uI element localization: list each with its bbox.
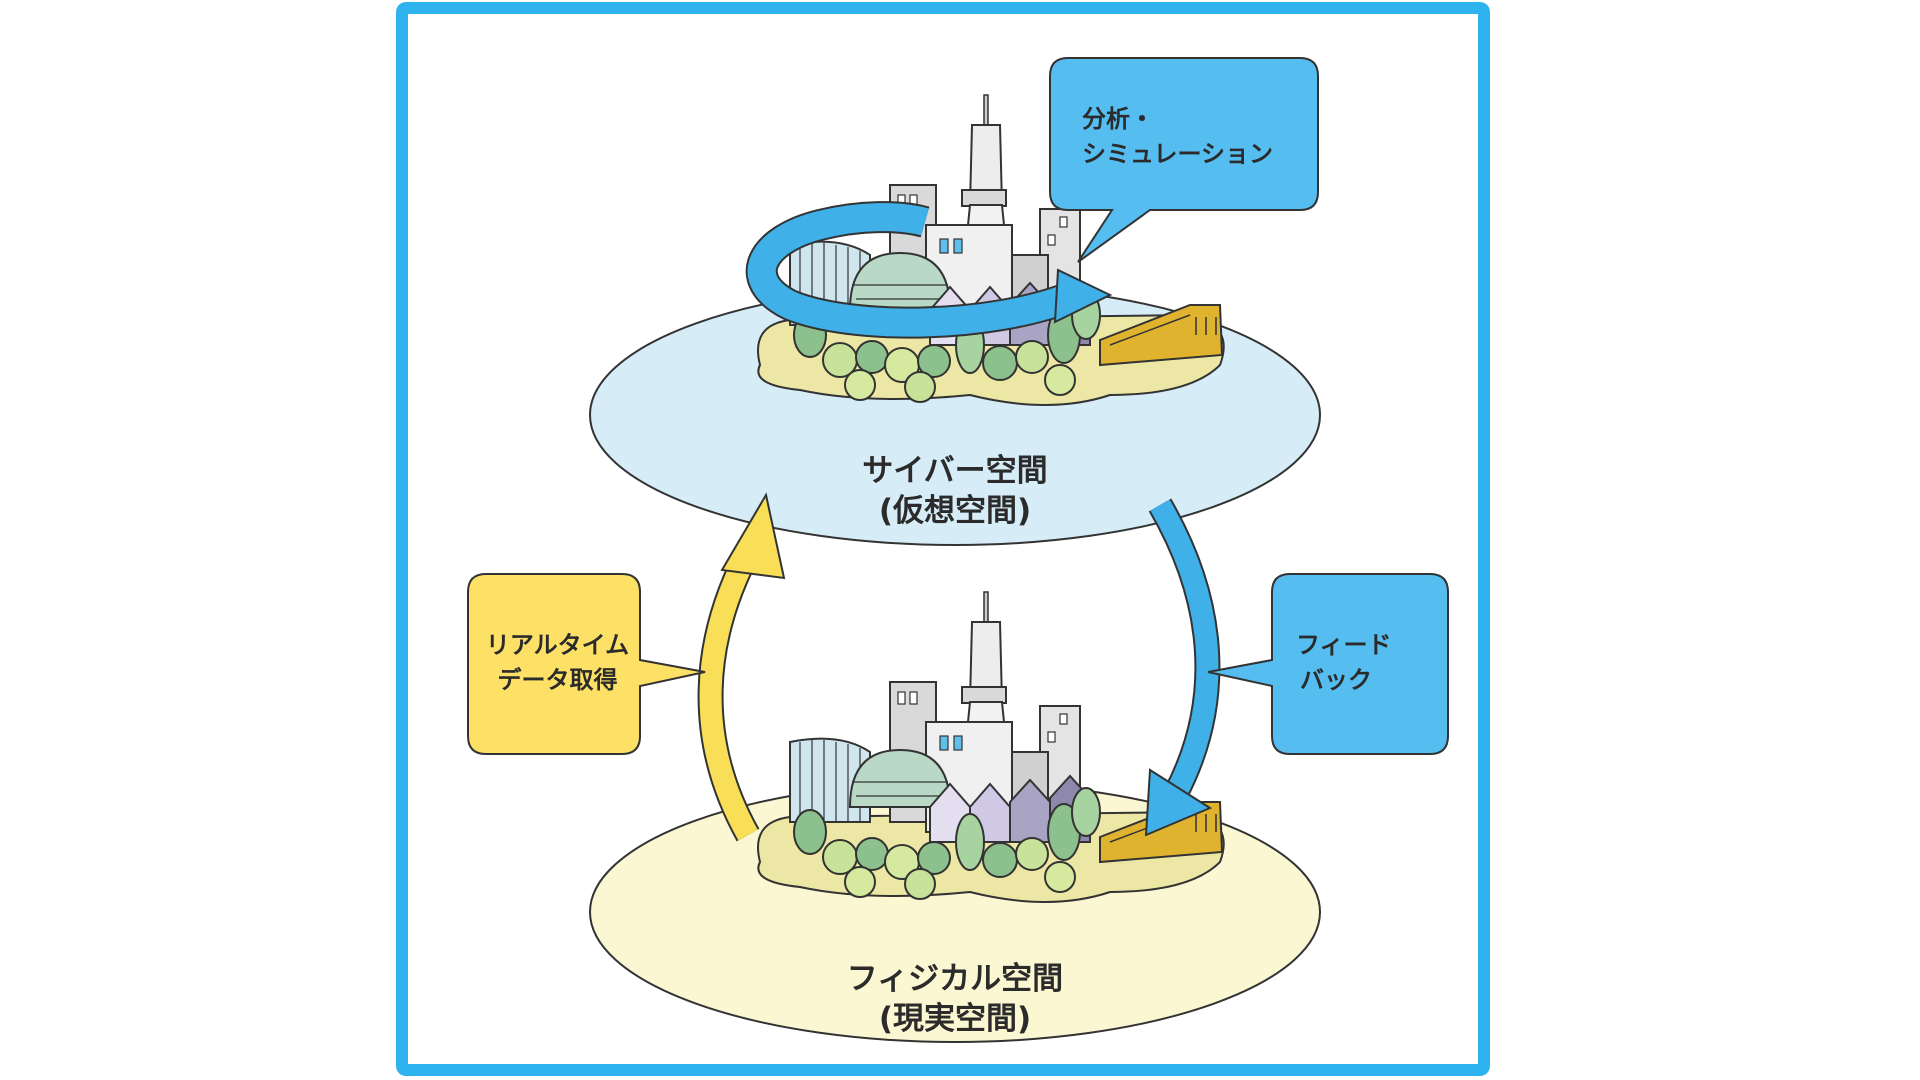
feedback-text: フィード バック bbox=[1296, 628, 1392, 698]
physical-space-title: フィジカル空間 bbox=[846, 961, 1064, 997]
cyber-space-title: サイバー空間 bbox=[862, 453, 1048, 489]
cyber-space-label: サイバー空間 (仮想空間) bbox=[780, 452, 1130, 531]
realtime-data-arrowhead bbox=[720, 492, 786, 580]
feedback-arrowhead bbox=[1144, 768, 1213, 837]
realtime-line-1: リアルタイム bbox=[485, 631, 630, 659]
physical-space-label: フィジカル空間 (現実空間) bbox=[780, 960, 1130, 1039]
analysis-line-1: 分析・ bbox=[1082, 105, 1154, 133]
analysis-line-2: シミュレーション bbox=[1082, 139, 1274, 168]
feedback-line-2: バック bbox=[1300, 665, 1372, 694]
realtime-data-text: リアルタイム データ取得 bbox=[480, 628, 635, 698]
analysis-simulation-bubble bbox=[1049, 57, 1319, 263]
feedback-bubble bbox=[1207, 573, 1449, 755]
analysis-simulation-text: 分析・ シミュレーション bbox=[1082, 102, 1273, 172]
physical-city-illustration bbox=[757, 591, 1225, 903]
physical-space-subtitle: (現実空間) bbox=[878, 1000, 1032, 1037]
cyber-space-subtitle: (仮想空間) bbox=[878, 492, 1032, 529]
realtime-data-bubble bbox=[467, 573, 706, 755]
simulation-cycle-arrow bbox=[747, 203, 1081, 337]
simulation-arrowhead bbox=[1053, 268, 1113, 324]
feedback-arrow bbox=[1150, 499, 1219, 801]
realtime-data-arrow bbox=[699, 539, 762, 841]
realtime-line-2: データ取得 bbox=[497, 665, 618, 694]
feedback-line-1: フィード bbox=[1296, 631, 1392, 659]
